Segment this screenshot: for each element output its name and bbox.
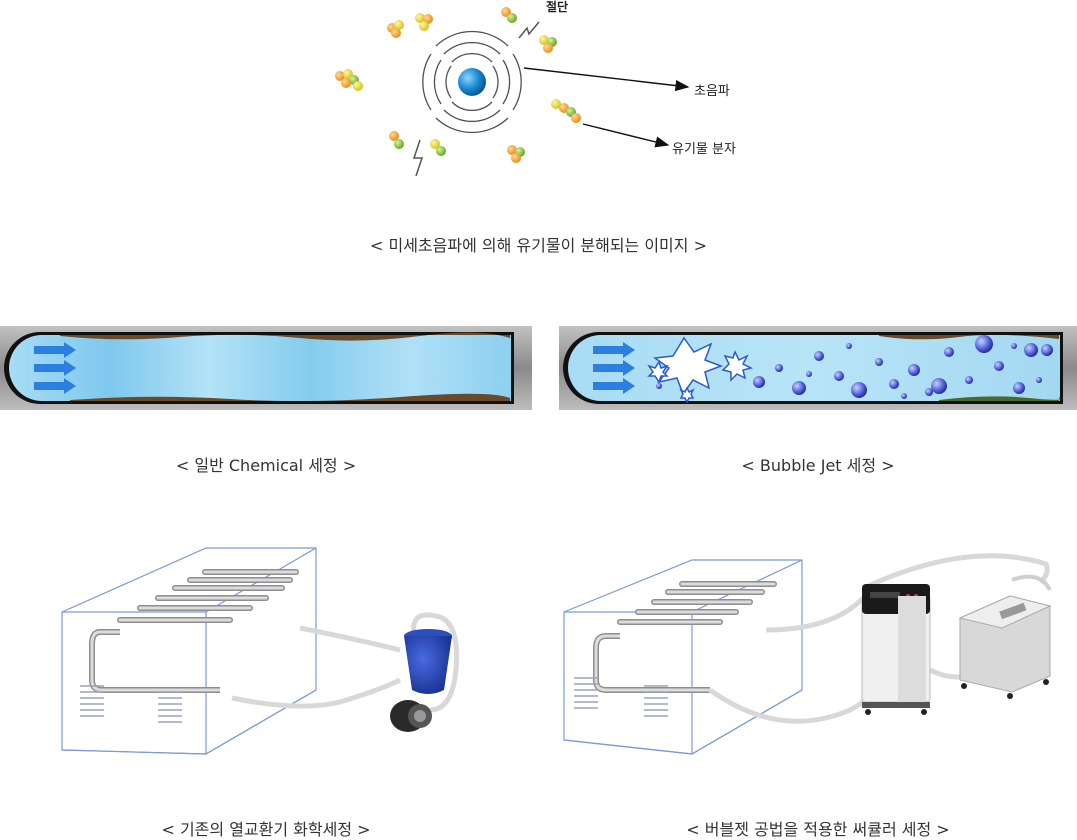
top-caption: < 미세초음파에 의해 유기물이 분해되는 이미지 > [369,236,707,255]
chemical-cleaning-pipe [0,326,532,410]
label-ultrasound: 초음파 [694,84,730,99]
bubble-jet-caption: < Bubble Jet 세정 > [741,456,895,475]
chemical-cleaning-caption: < 일반 Chemical 세정 > [175,456,357,475]
organic-molecules [335,7,581,163]
label-cut: 절단 [546,0,569,14]
bubble-jet-pipe [559,326,1077,410]
sound-wave-arcs [422,30,522,134]
conventional-heat-exchanger [61,547,460,755]
conventional-exchanger-caption: < 기존의 열교환기 화학세정 > [161,820,371,839]
cut-mark-icon [518,21,540,39]
organic-arrow [582,123,670,148]
bubble-jet-heat-exchanger [563,553,1052,755]
bubble-jet-exchanger-caption: < 버블젯 공법을 적용한 써큘러 세정 > [686,820,950,839]
label-organic-molecule: 유기물 분자 [672,142,736,157]
ultrasound-molecule-diagram [335,7,690,177]
cut-mark-icon-2 [412,139,424,177]
ultrasound-arrow [523,67,690,92]
ultrasound-source-ball [458,68,486,96]
